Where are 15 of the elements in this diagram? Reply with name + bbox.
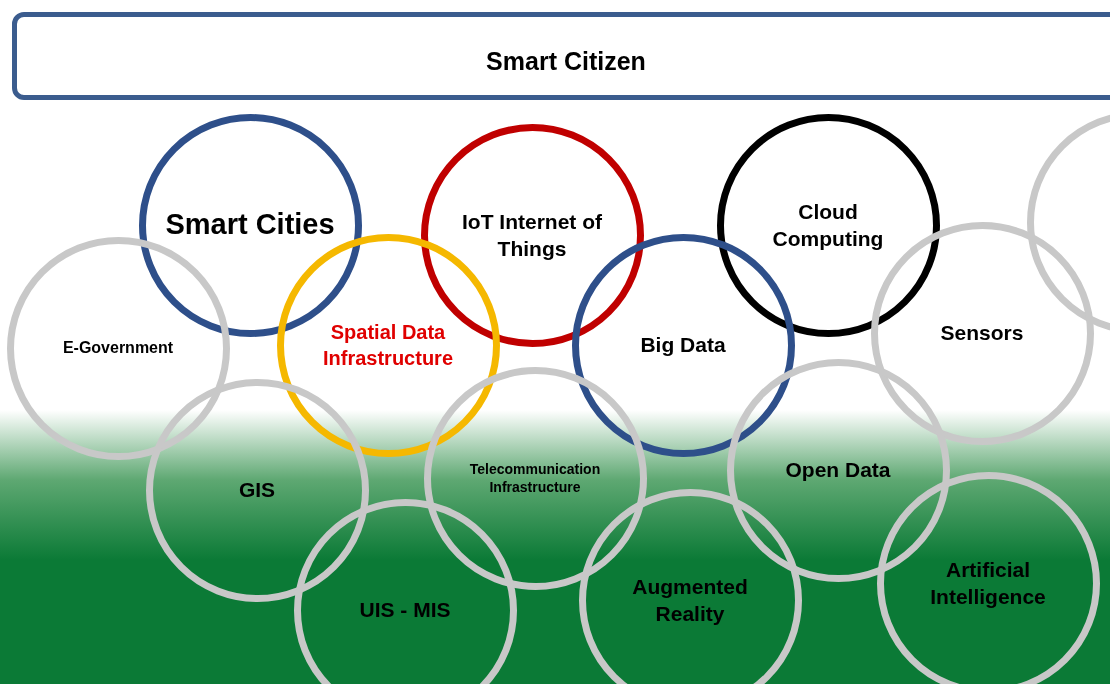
header-box [12, 12, 1110, 100]
ring-label: Telecommunication Infrastructure [468, 459, 602, 497]
ring-label: UIS - MIS [358, 597, 452, 624]
ring-label: Cloud Computing [771, 198, 885, 252]
header-title: Smart Citizen [486, 45, 646, 77]
ring-label: Artificial Intelligence [929, 556, 1047, 610]
ring-label: E-Government [61, 337, 175, 358]
ring-label: Open Data [784, 457, 892, 484]
ring-label: Augmented Reality [631, 573, 749, 627]
ring-label: Big Data [639, 332, 727, 359]
ring-label: Spatial Data Infrastructure [322, 320, 454, 371]
ring-label: Smart Cities [164, 207, 336, 243]
ring-label: IoT Internet of Things [461, 208, 603, 262]
ring-label: GIS [237, 477, 277, 504]
ring-label: Sensors [939, 320, 1025, 347]
